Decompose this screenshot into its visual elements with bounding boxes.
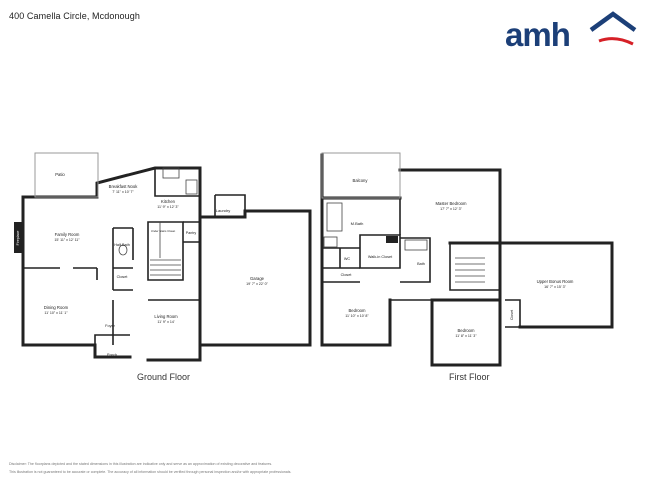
ground-floor-interior-walls — [23, 168, 246, 345]
stove — [185, 179, 198, 195]
ground-floor-walls — [21, 166, 312, 362]
room-label: WC — [344, 257, 351, 261]
toilet — [118, 244, 128, 256]
room-label: Dining Room — [44, 305, 69, 310]
kitchen-sink — [162, 167, 180, 179]
room-label: Family Room — [55, 232, 80, 237]
room-dims: 11' 9" x 12' 3" — [157, 205, 179, 209]
room-label: Under Stairs Closet — [151, 229, 175, 233]
fireplace-block — [14, 222, 23, 253]
room-label: Kitchen — [161, 199, 176, 204]
master-shower — [323, 236, 338, 248]
linen-block — [386, 236, 398, 243]
amh-logo: amh — [505, 10, 637, 54]
room-label: Closet — [510, 310, 514, 320]
disclaimer-line-1: Disclaimer: The floorplans depicted and … — [9, 462, 273, 466]
ground-floor-label: Ground Floor — [137, 372, 191, 382]
master-tub — [326, 202, 343, 232]
room-label: Foyer — [105, 324, 115, 328]
first-floor-label: First Floor — [449, 372, 490, 382]
patio-outline — [34, 152, 99, 198]
room-label: Living Room — [154, 314, 178, 319]
room-dims: 11' 8" x 11' 3" — [455, 334, 477, 338]
ground-stairs — [150, 222, 181, 276]
room-label: Laundry — [216, 208, 230, 213]
balcony-outline — [321, 152, 401, 199]
room-label: Breakfast Nook — [109, 184, 139, 189]
room-label: M.Bath — [351, 221, 364, 226]
house-roof-icon — [589, 11, 637, 46]
room-dims: 19' 7" x 22' 0" — [246, 282, 268, 286]
room-label: Closet — [117, 275, 129, 279]
room-label: Closet — [341, 273, 353, 277]
room-label: Bath — [417, 262, 425, 266]
room-dims: 17' 7" x 12' 3" — [440, 207, 462, 211]
room-label: Porch — [107, 353, 117, 357]
room-dims: 11' 10" x 10' 8" — [345, 314, 369, 318]
room-dims: 7' 11" x 10' 7" — [112, 190, 134, 194]
room-label: Upper Bonus Room — [537, 279, 574, 284]
fireplace-label: Fireplace — [16, 231, 20, 246]
room-dims: 11' 10" x 11' 1" — [44, 311, 68, 315]
room-label: Master Bedroom — [436, 201, 467, 206]
room-label: Pantry — [186, 231, 197, 235]
room-label: Balcony — [353, 178, 369, 183]
upper-stairs — [455, 257, 485, 283]
room-label: Half Bath — [114, 243, 130, 247]
disclaimer-line-2: This illustration is not guaranteed to b… — [9, 470, 292, 474]
first-floor-interior-walls — [322, 198, 521, 328]
room-label: Bedroom — [349, 308, 367, 313]
room-label: Walk-in Closet — [368, 255, 393, 259]
room-label: Patio — [55, 172, 65, 177]
bath-tub — [404, 239, 428, 251]
room-dims: 16' 7" x 15' 3" — [544, 285, 566, 289]
room-label: Bedroom — [458, 328, 476, 333]
room-label: Garage — [250, 276, 265, 281]
room-dims: 15' 11" x 12' 11" — [54, 238, 80, 242]
logo-wordmark: amh — [505, 16, 571, 53]
property-address: 400 Camella Circle, Mcdonough — [9, 11, 140, 21]
room-dims: 11' 9" x 14' — [157, 320, 174, 324]
